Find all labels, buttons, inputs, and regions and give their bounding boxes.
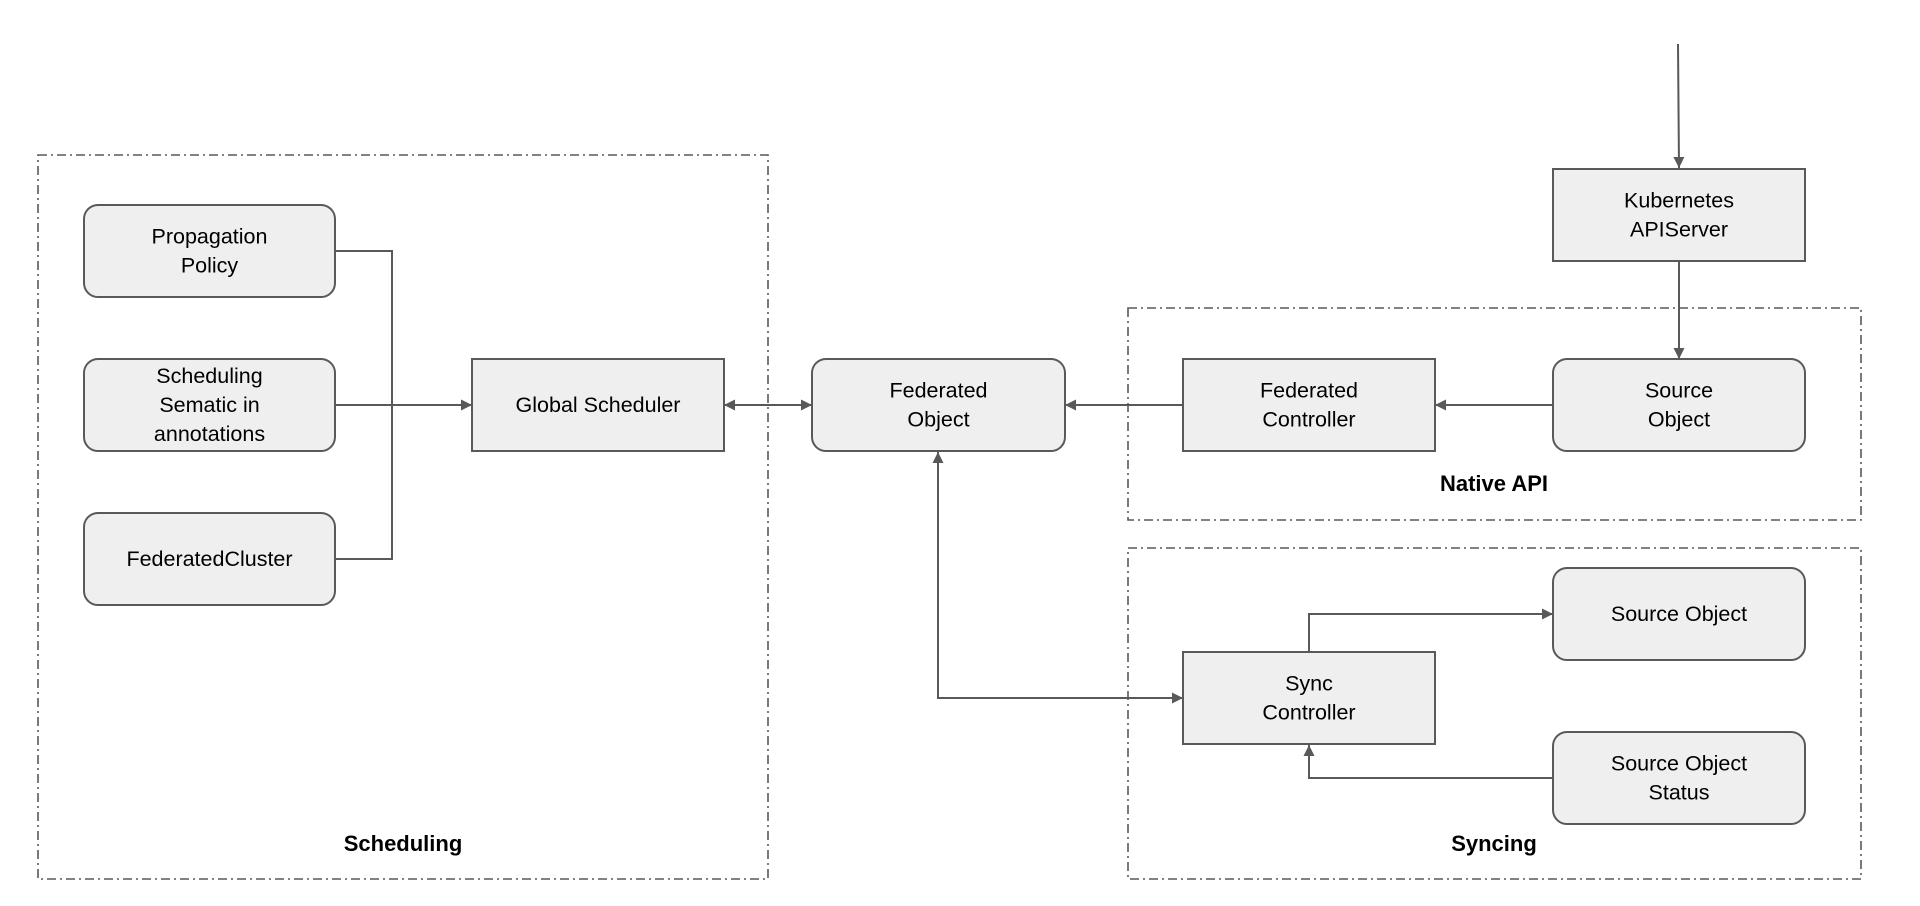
node-source-object-native-label-line: Source bbox=[1645, 379, 1713, 403]
group-native-api: Native API bbox=[1127, 307, 1862, 521]
node-source-object-sync-box bbox=[1552, 567, 1806, 661]
node-federated-controller-box bbox=[1182, 358, 1436, 452]
node-scheduling-semantic-label-line: Scheduling bbox=[156, 364, 262, 388]
node-kubernetes-apiserver-box bbox=[1552, 168, 1806, 262]
node-federated-cluster-box bbox=[83, 512, 336, 606]
node-source-object-native-label-line: Object bbox=[1648, 408, 1710, 432]
arrow-sync-controller-to-source-object bbox=[1308, 608, 1553, 652]
node-propagation-policy-box bbox=[83, 204, 336, 298]
node-propagation-policy-label-line: Propagation bbox=[152, 225, 268, 249]
node-source-object-status-label-line: Source Object bbox=[1611, 752, 1747, 776]
group-label-syncing: Syncing bbox=[1451, 831, 1537, 856]
group-scheduling: Scheduling bbox=[37, 154, 769, 880]
arrow-federated-object-sync-controller bbox=[932, 452, 1183, 704]
node-federated-cluster: FederatedCluster bbox=[83, 512, 336, 606]
node-source-object-sync: Source Object bbox=[1552, 567, 1806, 661]
arrow-incoming-to-apiserver bbox=[1673, 43, 1685, 169]
node-source-object-status-box bbox=[1552, 731, 1806, 825]
node-federated-object-box bbox=[811, 358, 1066, 452]
node-federated-object-label-line: Object bbox=[907, 408, 969, 432]
node-propagation-policy-label-line: Policy bbox=[181, 254, 239, 278]
node-sync-controller-label-line: Controller bbox=[1262, 701, 1355, 725]
node-federated-cluster-label-line: FederatedCluster bbox=[126, 547, 292, 571]
node-source-object-status-label-line: Status bbox=[1649, 781, 1710, 805]
node-global-scheduler-label-line: Global Scheduler bbox=[516, 393, 681, 417]
node-sync-controller-box bbox=[1182, 651, 1436, 745]
node-kubernetes-apiserver-label-line: Kubernetes bbox=[1624, 189, 1734, 213]
node-global-scheduler: Global Scheduler bbox=[471, 358, 725, 452]
arrow-source-status-to-sync-controller bbox=[1303, 745, 1553, 779]
node-source-object-native-box bbox=[1552, 358, 1806, 452]
node-global-scheduler-box bbox=[471, 358, 725, 452]
group-label-scheduling: Scheduling bbox=[344, 831, 463, 856]
node-federated-controller-label-line: Federated bbox=[1260, 379, 1358, 403]
node-source-object-sync-label-line: Source Object bbox=[1611, 602, 1747, 626]
node-kubernetes-apiserver-label-line: APIServer bbox=[1630, 218, 1728, 242]
group-label-native-api: Native API bbox=[1440, 471, 1548, 496]
node-federated-object-label-line: Federated bbox=[889, 379, 987, 403]
node-federated-controller-label-line: Controller bbox=[1262, 408, 1355, 432]
node-scheduling-semantic-label-line: annotations bbox=[154, 422, 265, 446]
node-sync-controller-label-line: Sync bbox=[1285, 672, 1333, 696]
node-scheduling-semantic-box bbox=[83, 358, 336, 452]
connectors bbox=[335, 43, 1685, 779]
group-syncing: Syncing bbox=[1127, 547, 1862, 880]
node-scheduling-semantic-label-line: Sematic in bbox=[159, 393, 259, 417]
